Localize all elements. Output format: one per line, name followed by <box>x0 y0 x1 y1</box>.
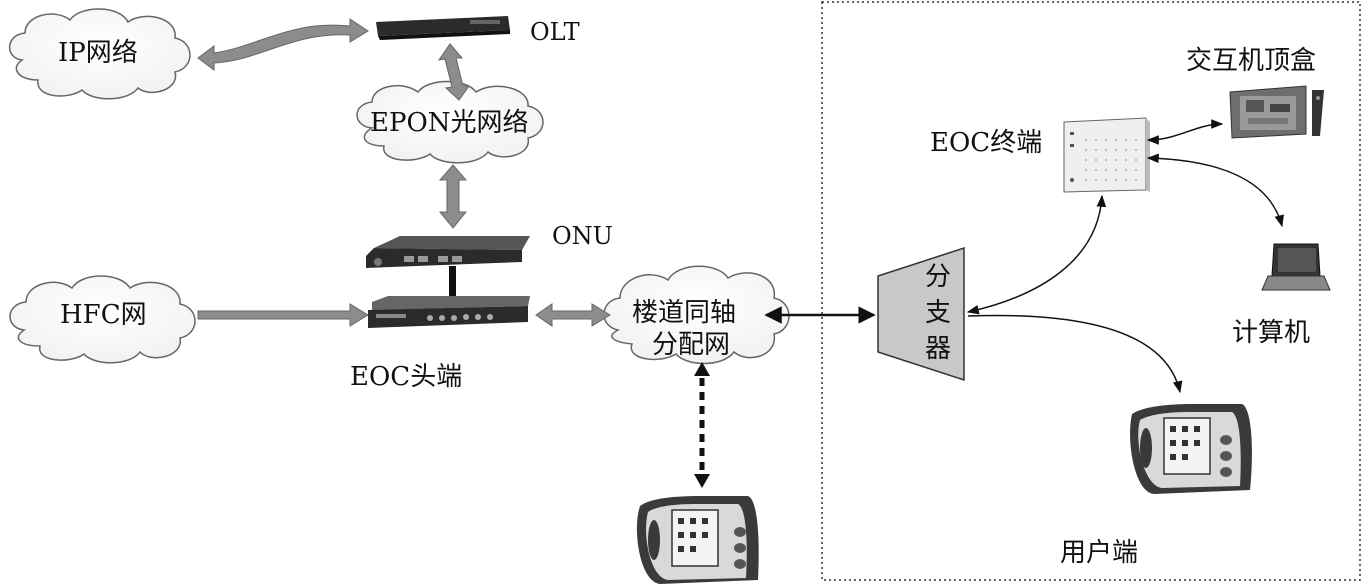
label-eoc-head: EOC头端 <box>350 362 463 392</box>
hfc-cloud <box>9 275 196 364</box>
ip-network-cloud <box>8 8 191 100</box>
dotted-arrow-coax-handheld <box>694 362 710 488</box>
eoc-terminal-device <box>1063 117 1150 193</box>
arrow-hfc-eoc <box>197 303 369 327</box>
label-user-side: 用户端 <box>1060 538 1139 568</box>
handheld-device-right <box>1130 404 1252 494</box>
arrow-splitter-handheld <box>967 314 1183 394</box>
arrow-eoc-coax <box>535 303 611 327</box>
stb-device <box>1229 85 1324 139</box>
label-computer: 计算机 <box>1232 318 1311 348</box>
gray-arrows <box>197 18 611 327</box>
label-splitter-1: 分 <box>925 262 952 292</box>
label-stb: 交互机顶盒 <box>1186 46 1317 76</box>
arrow-epon-onu <box>438 164 468 229</box>
label-hfc: HFC网 <box>60 300 147 330</box>
computer-device <box>1261 243 1331 291</box>
arrow-ip-olt <box>197 18 369 71</box>
olt-device <box>376 16 510 40</box>
label-splitter-2: 支 <box>925 298 952 328</box>
arrow-eoc-computer <box>1146 153 1284 228</box>
label-coax-line1: 楼道同轴 <box>632 298 737 328</box>
handheld-device-center <box>636 496 759 584</box>
label-onu: ONU <box>552 222 613 250</box>
splitter-shape <box>877 246 965 382</box>
arrow-eoc-stb <box>1146 119 1224 145</box>
eoc-head-device <box>368 296 530 328</box>
user-side-boundary <box>821 1 1361 581</box>
onu-device <box>366 236 530 302</box>
arrow-splitter-eoc-terminal <box>966 194 1107 315</box>
label-ip-network: IP网络 <box>58 38 138 68</box>
label-olt: OLT <box>530 18 580 46</box>
epon-cloud <box>356 80 544 164</box>
label-coax-line2: 分配网 <box>652 330 731 360</box>
label-splitter-3: 器 <box>925 334 952 364</box>
label-epon: EPON光网络 <box>370 108 529 138</box>
label-eoc-terminal: EOC终端 <box>930 128 1043 158</box>
arrow-olt-epon <box>437 43 470 101</box>
